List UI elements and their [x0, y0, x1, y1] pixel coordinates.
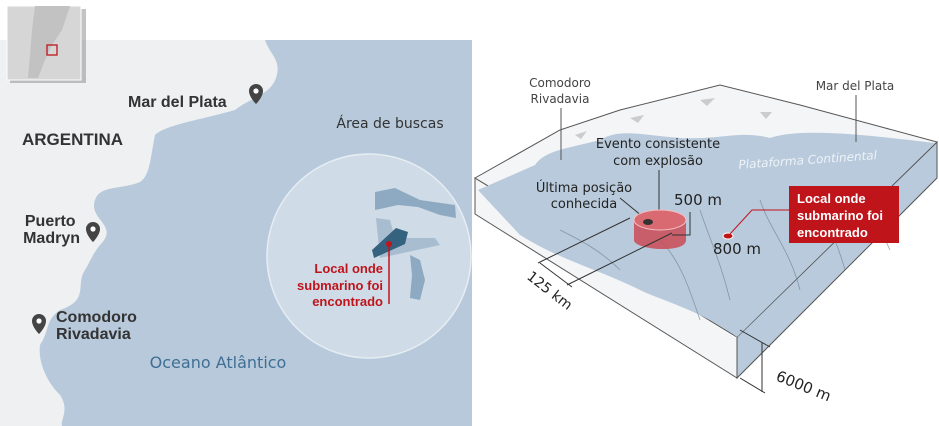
- diagram-found-1: Local onde: [797, 191, 866, 206]
- found-label-1: Local onde: [314, 261, 383, 276]
- depth-800: 800 m: [713, 240, 761, 258]
- event-label-2: com explosão: [613, 154, 703, 169]
- city-comodoro-rivadavia: Comodoro Rivadavia: [56, 309, 141, 343]
- scale-depth-bracket: [739, 329, 771, 394]
- scale-width-bracket: [537, 217, 673, 288]
- depth-500: 500 m: [674, 191, 722, 209]
- city-mar-del-plata: Mar del Plata: [128, 94, 227, 111]
- locator-map: Local onde submarino foi encontrado Área…: [0, 5, 472, 426]
- found-dot: [386, 241, 392, 247]
- diagram-found-3: encontrado: [797, 225, 868, 240]
- scale-depth: 6000 m: [774, 367, 834, 405]
- last-position-1: Última posição: [536, 180, 632, 196]
- locator-box: [46, 44, 58, 56]
- seafloor-block-diagram: Comodoro Rivadavia Mar del Plata Platafo…: [474, 76, 938, 405]
- found-box: [789, 186, 899, 243]
- diagram-city-right: Mar del Plata: [816, 79, 895, 93]
- diagram-city-left-2: Rivadavia: [531, 92, 590, 106]
- land-argentina: [0, 40, 278, 426]
- pin-icon: [249, 84, 263, 104]
- leader-line: [672, 212, 691, 236]
- pin-icon: [86, 222, 100, 242]
- pin-icon: [32, 314, 46, 334]
- ocean-label: Oceano Atlântico: [150, 353, 287, 372]
- country-label: ARGENTINA: [22, 130, 123, 149]
- search-area-label: Área de buscas: [336, 115, 443, 132]
- scale-width: 125 km: [524, 269, 576, 314]
- found-label-2: submarino foi: [297, 278, 383, 293]
- city-puerto-madryn: Puerto Madryn: [23, 213, 80, 247]
- locator-inset: [6, 5, 86, 83]
- explosion-cylinder: [633, 209, 687, 250]
- search-area-circle: [266, 153, 472, 359]
- mountains: [575, 98, 772, 139]
- diagram-city-left-1: Comodoro: [529, 76, 591, 90]
- diagram-found-2: submarino foi: [797, 208, 883, 223]
- found-marker: [722, 232, 734, 240]
- continental-shelf: [478, 132, 935, 337]
- found-label-3: encontrado: [312, 294, 383, 309]
- last-position-2: conhecida: [551, 197, 618, 212]
- event-label-1: Evento consistente: [596, 137, 720, 152]
- leader-line: [729, 209, 790, 235]
